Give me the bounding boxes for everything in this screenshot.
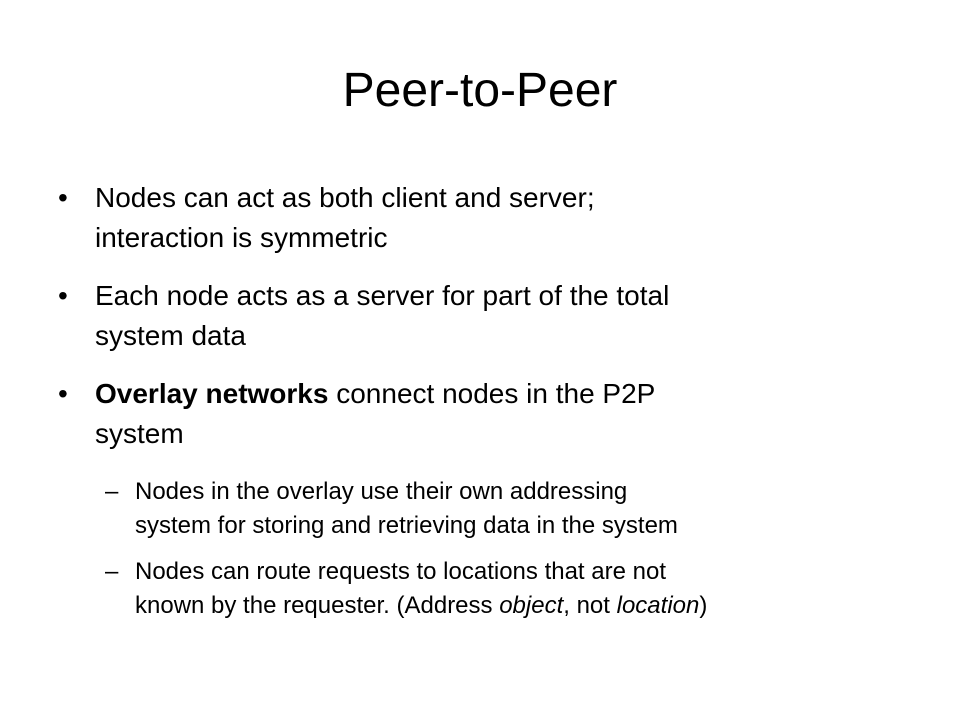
bullet-text-line: Each node acts as a server for part of t… bbox=[95, 280, 670, 311]
bold-term: Overlay networks bbox=[95, 378, 329, 409]
subbullet-text-line: Nodes can route requests to locations th… bbox=[135, 558, 666, 585]
subbullet-text-part: , not bbox=[563, 592, 617, 619]
bullet-text-line: Overlay networks connect nodes in the P2… bbox=[95, 374, 895, 414]
subbullet-text-part: known by the requester. (Address bbox=[135, 592, 500, 619]
bullet-text-line: system bbox=[95, 418, 184, 449]
bullet-text-line: system data bbox=[95, 320, 246, 351]
bullet-text-line: interaction is symmetric bbox=[95, 222, 388, 253]
slide-title: Peer-to-Peer bbox=[342, 64, 618, 117]
bullet-item-1: • Nodes can act as both client and serve… bbox=[58, 178, 895, 258]
bullet-text-line: Nodes can act as both client and server; bbox=[95, 182, 595, 213]
italic-term: location bbox=[616, 592, 700, 619]
subbullet-item-1: – Nodes in the overlay use their own add… bbox=[105, 475, 915, 543]
italic-term: object bbox=[499, 592, 564, 619]
dash-marker: – bbox=[105, 558, 119, 585]
bullet-marker: • bbox=[58, 182, 68, 213]
subbullet-item-2: – Nodes can route requests to locations … bbox=[105, 555, 915, 623]
subbullet-text-line: Nodes in the overlay use their own addre… bbox=[135, 478, 628, 505]
subbullet-text-line: known by the requester. (Address object,… bbox=[135, 589, 915, 623]
bullet-text-rest: connect nodes in the P2P bbox=[328, 378, 656, 409]
subbullet-text-line: system for storing and retrieving data i… bbox=[135, 512, 678, 539]
dash-marker: – bbox=[105, 478, 119, 505]
bullet-marker: • bbox=[58, 378, 68, 409]
bullet-marker: • bbox=[58, 280, 68, 311]
bullet-item-3: • Overlay networks connect nodes in the … bbox=[58, 374, 895, 454]
subbullet-text-part: ) bbox=[699, 592, 708, 619]
bullet-item-2: • Each node acts as a server for part of… bbox=[58, 276, 895, 356]
